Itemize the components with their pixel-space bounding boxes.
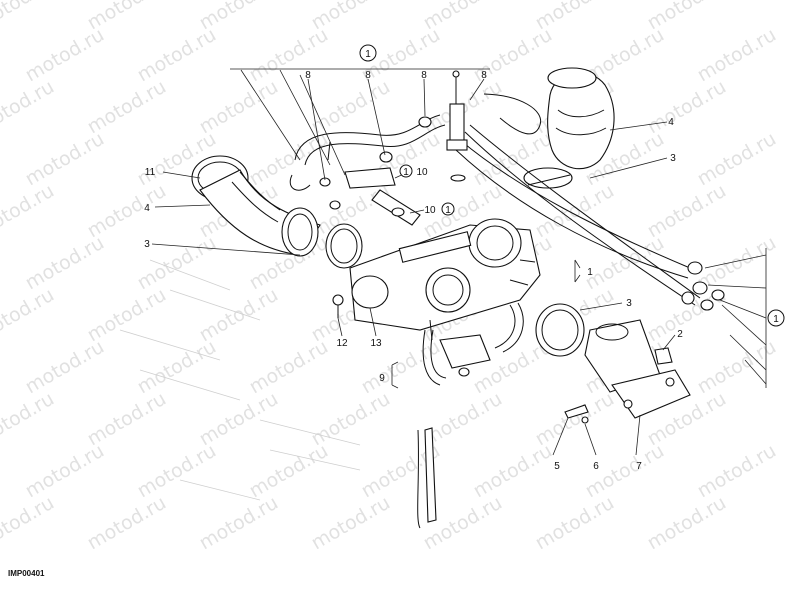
callout-1: 1 (587, 267, 593, 278)
watermark-text: motod.ru (694, 24, 780, 87)
leader-lines (151, 78, 676, 456)
callout-8-a: 8 (305, 70, 311, 81)
callout-5: 5 (554, 461, 560, 472)
watermark-text: motod.ru (134, 336, 220, 399)
watermark-text: motod.ru (196, 492, 282, 555)
callout-9: 9 (379, 373, 385, 384)
watermark-text: motod.ru (246, 336, 332, 399)
watermark-text: motod.ru (134, 440, 220, 503)
callout-8-c: 8 (421, 70, 427, 81)
watermark-text: motod.ru (644, 492, 730, 555)
group-marker-top: 1 (365, 49, 371, 60)
callouts: 8 8 8 8 11 4 3 4 3 3 1 2 5 6 7 12 13 9 1… (144, 70, 683, 472)
watermark-text: motod.ru (246, 128, 332, 191)
group-marker-10-a: 1 (403, 167, 409, 178)
group-marker-right: 1 (773, 314, 779, 325)
callout-3-left: 3 (144, 239, 150, 250)
callout-10-b: 10 (424, 205, 436, 216)
watermark-text: motod.ru (22, 232, 108, 295)
group-marker-10-b: 1 (445, 205, 451, 216)
top-group-bracket: 1 (230, 44, 490, 176)
background-sketch (119, 259, 361, 501)
diagram-code: IMP00401 (8, 569, 45, 578)
watermark-text: motod.ru (694, 440, 780, 503)
watermark-text: motod.ru (22, 336, 108, 399)
watermark-text: motod.ru (0, 0, 58, 34)
callout-2: 2 (677, 329, 683, 340)
lower-hose-assembly (417, 302, 524, 529)
callout-12: 12 (336, 338, 348, 349)
watermark-text: motod.ru (582, 232, 668, 295)
throttle-body (332, 218, 541, 341)
callout-11: 11 (145, 167, 156, 178)
watermark-text: motod.ru (694, 336, 780, 399)
watermark-text: motod.ru (0, 180, 58, 243)
watermark-text: motod.ru (532, 492, 618, 555)
callout-4-left: 4 (144, 203, 150, 214)
intake-boot-left (191, 155, 363, 269)
intake-duct-right (523, 67, 615, 189)
watermark-text: motod.ru (134, 24, 220, 87)
watermark-text: motod.ru (246, 24, 332, 87)
watermark-text: motod.ru (308, 492, 394, 555)
upper-hose-assembly (289, 70, 468, 226)
callout-8-d: 8 (481, 70, 487, 81)
watermark-text: motod.ru (22, 24, 108, 87)
watermark-text: motod.ru (694, 128, 780, 191)
callout-8-b: 8 (365, 70, 371, 81)
watermark-text: motod.ru (84, 492, 170, 555)
watermark-text: motod.ru (0, 388, 58, 451)
callout-13: 13 (370, 338, 382, 349)
watermark-text: motod.ru (470, 440, 556, 503)
intake-manifold (535, 303, 691, 424)
watermark-text: motod.ru (246, 440, 332, 503)
callout-3-right: 3 (670, 153, 676, 164)
watermark-text: motod.ru (0, 76, 58, 139)
right-group-bracket: 1 (704, 248, 785, 388)
callout-7: 7 (636, 461, 642, 472)
watermark-text: motod.ru (22, 440, 108, 503)
watermark-text: motod.ru (22, 128, 108, 191)
vacuum-hoses (455, 93, 725, 311)
watermark-text: motod.ru (0, 492, 58, 555)
callout-6: 6 (593, 461, 599, 472)
watermark-text: motod.ru (0, 284, 58, 347)
callout-3-lower: 3 (626, 298, 632, 309)
callout-10-a: 10 (416, 167, 428, 178)
callout-4-right: 4 (668, 117, 674, 128)
